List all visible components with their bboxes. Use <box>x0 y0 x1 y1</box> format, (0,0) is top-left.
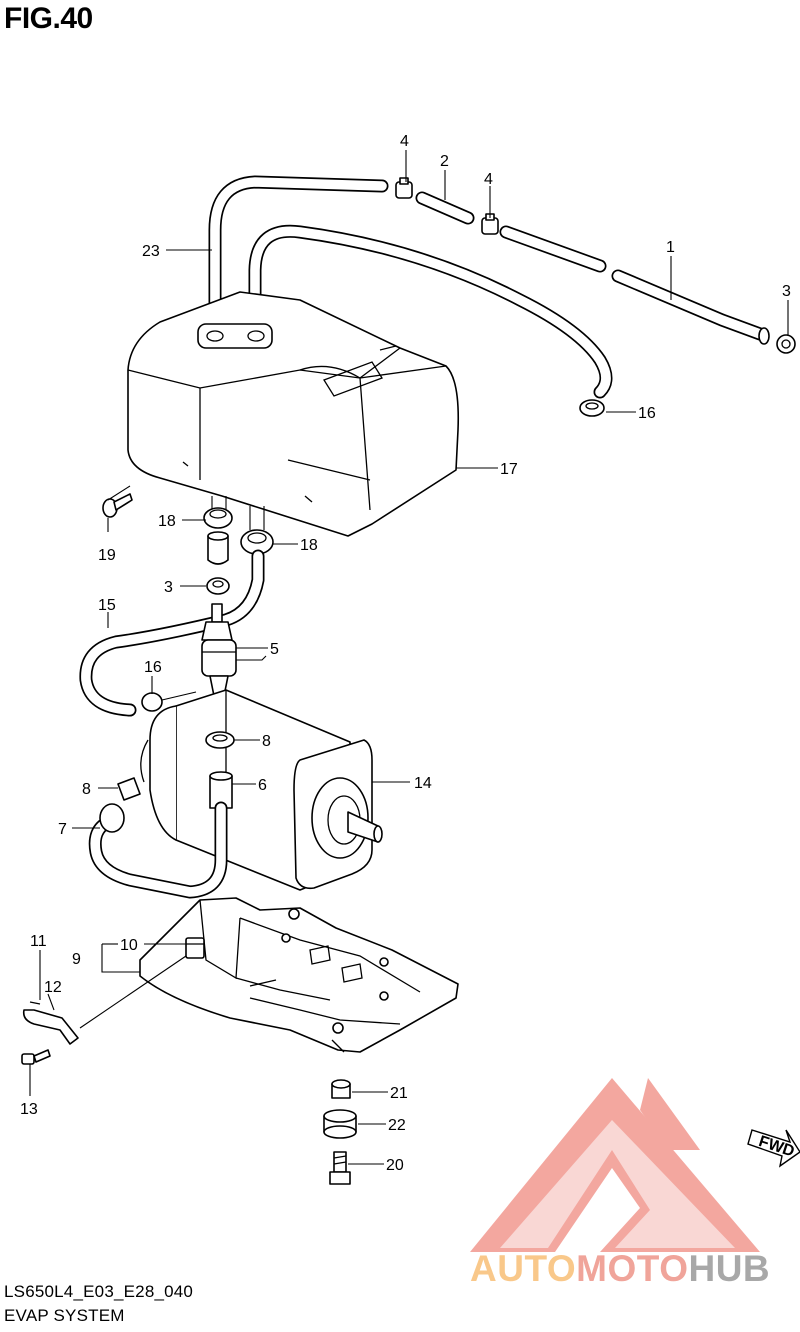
clamp-8-left <box>117 777 141 801</box>
callout-11: 11 <box>30 933 47 950</box>
callout-6: 6 <box>258 777 267 794</box>
screw-19 <box>102 493 133 518</box>
cushion-22 <box>323 1109 357 1139</box>
callout-2: 2 <box>440 153 449 170</box>
diagram-code: LS650L4_E03_E28_040 <box>4 1282 194 1301</box>
screw-13 <box>21 1049 51 1065</box>
callout-13: 13 <box>20 1101 38 1118</box>
callout-3-middle: 3 <box>164 579 173 596</box>
callout-5: 5 <box>270 641 279 658</box>
clamp-3-top <box>776 334 796 354</box>
callout-18-left: 18 <box>158 513 176 530</box>
clamp-16-upper <box>579 399 605 417</box>
valve-5 <box>201 603 267 697</box>
clamp-4-left <box>395 177 413 199</box>
clamp-3-middle <box>206 577 230 595</box>
hose-1 <box>499 225 770 345</box>
fwd-arrow-icon: FWD <box>747 1129 800 1168</box>
bolt-20 <box>329 1151 351 1185</box>
hose-7 <box>88 801 228 899</box>
callout-9: 9 <box>72 951 81 968</box>
separator-tank-17 <box>127 291 460 537</box>
callout-16-upper: 16 <box>638 405 656 422</box>
collar-21 <box>331 1079 351 1099</box>
callout-17: 17 <box>500 461 518 478</box>
watermark-logo <box>470 1078 760 1252</box>
hose-15 <box>79 549 265 717</box>
callout-8-left: 8 <box>82 781 91 798</box>
callout-7: 7 <box>58 821 67 838</box>
callout-8-middle: 8 <box>262 733 271 750</box>
callout-1: 1 <box>666 239 675 256</box>
watermark-word-auto: AUTO <box>470 1248 577 1289</box>
callout-10: 10 <box>120 937 138 954</box>
callout-4-right: 4 <box>484 171 493 188</box>
hose-6 <box>209 771 233 809</box>
callout-20: 20 <box>386 1157 404 1174</box>
callout-23: 23 <box>142 243 160 260</box>
callout-19: 19 <box>98 547 116 564</box>
clamp-8-middle <box>205 731 235 749</box>
callout-22: 22 <box>388 1117 406 1134</box>
callout-18-right: 18 <box>300 537 318 554</box>
hose-23 <box>208 175 613 399</box>
diagram-caption: EVAP SYSTEM <box>4 1306 125 1325</box>
clip-11 <box>22 1001 79 1045</box>
grommet-18-left <box>203 496 233 565</box>
figure-title: FIG.40 <box>4 2 93 35</box>
callout-16-lower: 16 <box>144 659 162 676</box>
watermark-text: AUTOMOTOHUB <box>470 1248 770 1290</box>
callout-21: 21 <box>390 1085 408 1102</box>
callout-15: 15 <box>98 597 116 614</box>
grommet-18-right <box>240 506 274 555</box>
bracket-10 <box>185 937 205 959</box>
leader-lines <box>29 150 789 1165</box>
callout-14: 14 <box>414 775 432 792</box>
callout-numbers: 4 2 4 1 3 23 16 17 18 18 19 3 15 5 16 8 … <box>20 133 791 1174</box>
hose-2 <box>415 191 475 225</box>
callout-12: 12 <box>44 979 62 996</box>
watermark-word-moto: MOTO <box>576 1248 689 1289</box>
bracket-9 <box>139 897 459 1053</box>
callout-4-left: 4 <box>400 133 409 150</box>
watermark-word-hub: HUB <box>688 1248 771 1289</box>
callout-3-top: 3 <box>782 283 791 300</box>
